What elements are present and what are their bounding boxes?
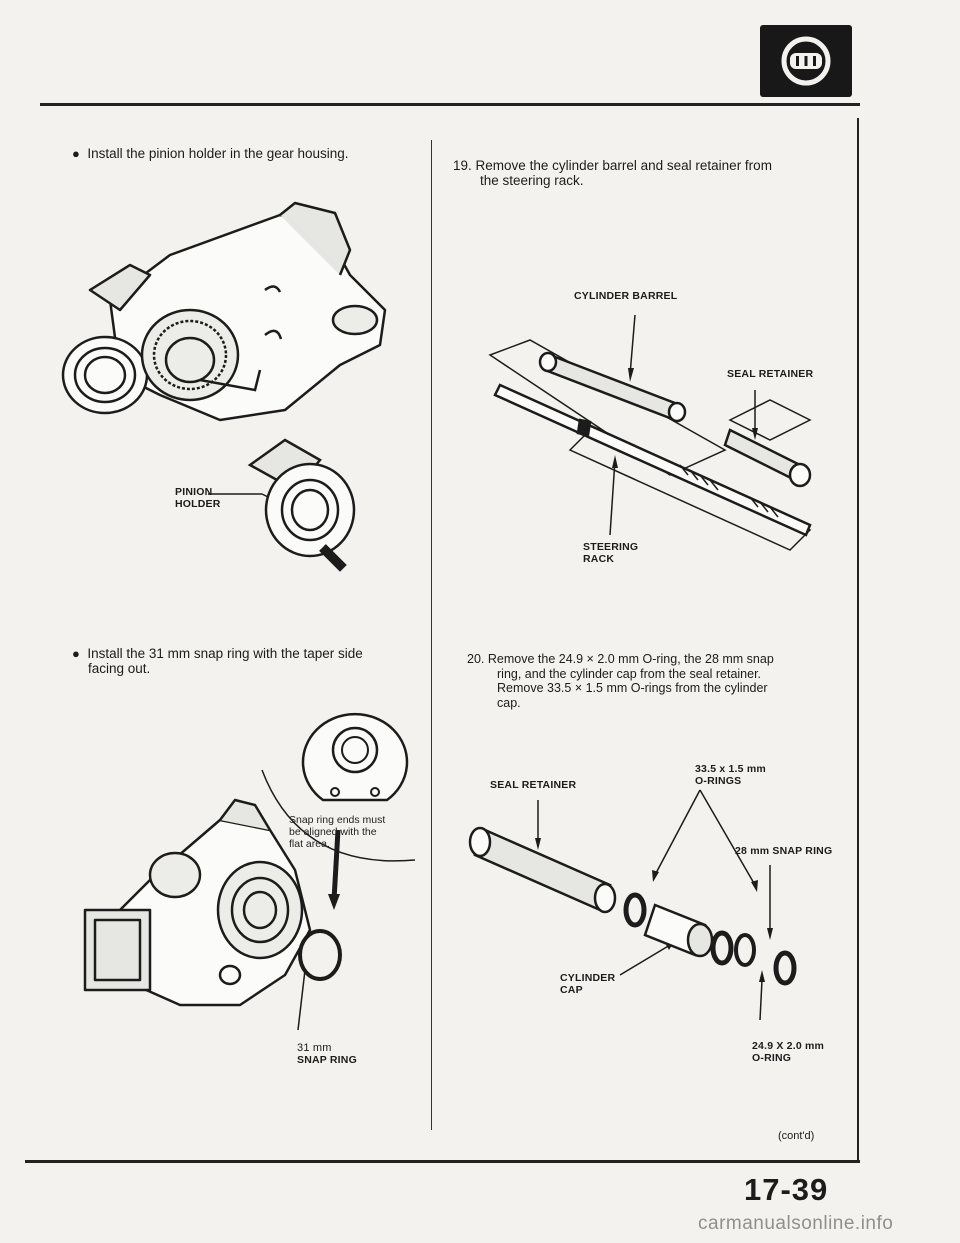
bullet-icon: ● — [72, 646, 80, 661]
instruction-text: Install the pinion holder in the gear ho… — [87, 146, 349, 161]
label-pinion-holder: PINION HOLDER — [175, 486, 221, 510]
label-steering-rack: STEERING RACK — [583, 541, 638, 565]
instruction-install-snap-ring: ● Install the 31 mm snap ring with the t… — [72, 646, 363, 676]
label-24-9-oring: 24.9 X 2.0 mm O-RING — [752, 1040, 824, 1064]
label-line: O-RING — [752, 1052, 792, 1064]
column-divider — [431, 140, 432, 1130]
label-line: STEERING — [583, 541, 639, 553]
step-text: Remove the 24.9 × 2.0 mm O-ring, the 28 … — [487, 652, 774, 666]
label-line: CAP — [560, 984, 583, 996]
gear-housing-illustration — [61, 201, 387, 422]
step-text: Remove 33.5 × 1.5 mm O-rings from the cy… — [497, 681, 768, 695]
label-28mm-snap-ring: 28 mm SNAP RING — [735, 845, 833, 857]
label-line: CYLINDER — [560, 972, 616, 984]
seal-retainer-exploded-illustration — [468, 789, 797, 1021]
housing-with-snap-ring-illustration — [83, 798, 342, 1031]
instruction-text: facing out. — [88, 661, 151, 676]
label-cylinder-barrel: CYLINDER BARREL — [574, 290, 678, 302]
note-line: be aligned with the — [289, 826, 377, 838]
label-line: O-RINGS — [695, 775, 742, 787]
watermark: carmanualsonline.info — [698, 1213, 894, 1234]
callout-arc — [261, 769, 416, 862]
label-line: SNAP RING — [297, 1054, 357, 1066]
steering-rack-illustration — [488, 314, 812, 551]
step-number: 20. — [467, 652, 485, 666]
page-number: 17-39 — [744, 1172, 829, 1207]
steering-wheel-icon — [781, 36, 831, 86]
note-line: Snap ring ends must — [289, 814, 386, 826]
continued-note: (cont'd) — [778, 1130, 815, 1142]
step-text: Remove the cylinder barrel and seal reta… — [475, 158, 772, 173]
leader-line — [208, 493, 269, 498]
label-seal-retainer: SEAL RETAINER — [727, 368, 814, 380]
step-text: ring, and the cylinder cap from the seal… — [497, 666, 762, 681]
label-line: HOLDER — [175, 498, 221, 510]
label-line: 31 mm — [297, 1042, 332, 1054]
label-31mm-snap-ring: 31 mm SNAP RING — [297, 1042, 357, 1066]
label-cylinder-cap: CYLINDER CAP — [560, 972, 615, 996]
step-number: 19. — [453, 158, 472, 173]
snap-ring-detail-illustration — [301, 712, 409, 802]
pinion-holder-illustration — [247, 438, 356, 572]
step-text: cap. — [497, 695, 521, 710]
label-line: 33.5 x 1.5 mm — [695, 763, 766, 775]
label-line: 24.9 X 2.0 mm — [752, 1040, 825, 1052]
header-rule — [40, 103, 860, 106]
note-snap-ring-alignment: Snap ring ends must be aligned with the … — [289, 814, 385, 850]
step-text: the steering rack. — [480, 173, 584, 188]
step-19: 19. Remove the cylinder barrel and seal … — [453, 158, 772, 188]
bullet-icon: ● — [72, 146, 80, 161]
note-line: flat area. — [289, 838, 330, 850]
instruction-install-pinion: ● Install the pinion holder in the gear … — [72, 146, 349, 161]
label-33-5-orings: 33.5 x 1.5 mm O-RINGS — [695, 763, 766, 787]
section-badge — [760, 25, 852, 97]
page-frame — [40, 118, 859, 1160]
label-seal-retainer-2: SEAL RETAINER — [490, 779, 577, 791]
label-line: RACK — [583, 553, 615, 565]
step-20: 20. Remove the 24.9 × 2.0 mm O-ring, the… — [467, 652, 774, 710]
instruction-text: Install the 31 mm snap ring with the tap… — [87, 646, 363, 661]
label-line: PINION — [175, 486, 213, 498]
footer-rule — [25, 1160, 860, 1163]
